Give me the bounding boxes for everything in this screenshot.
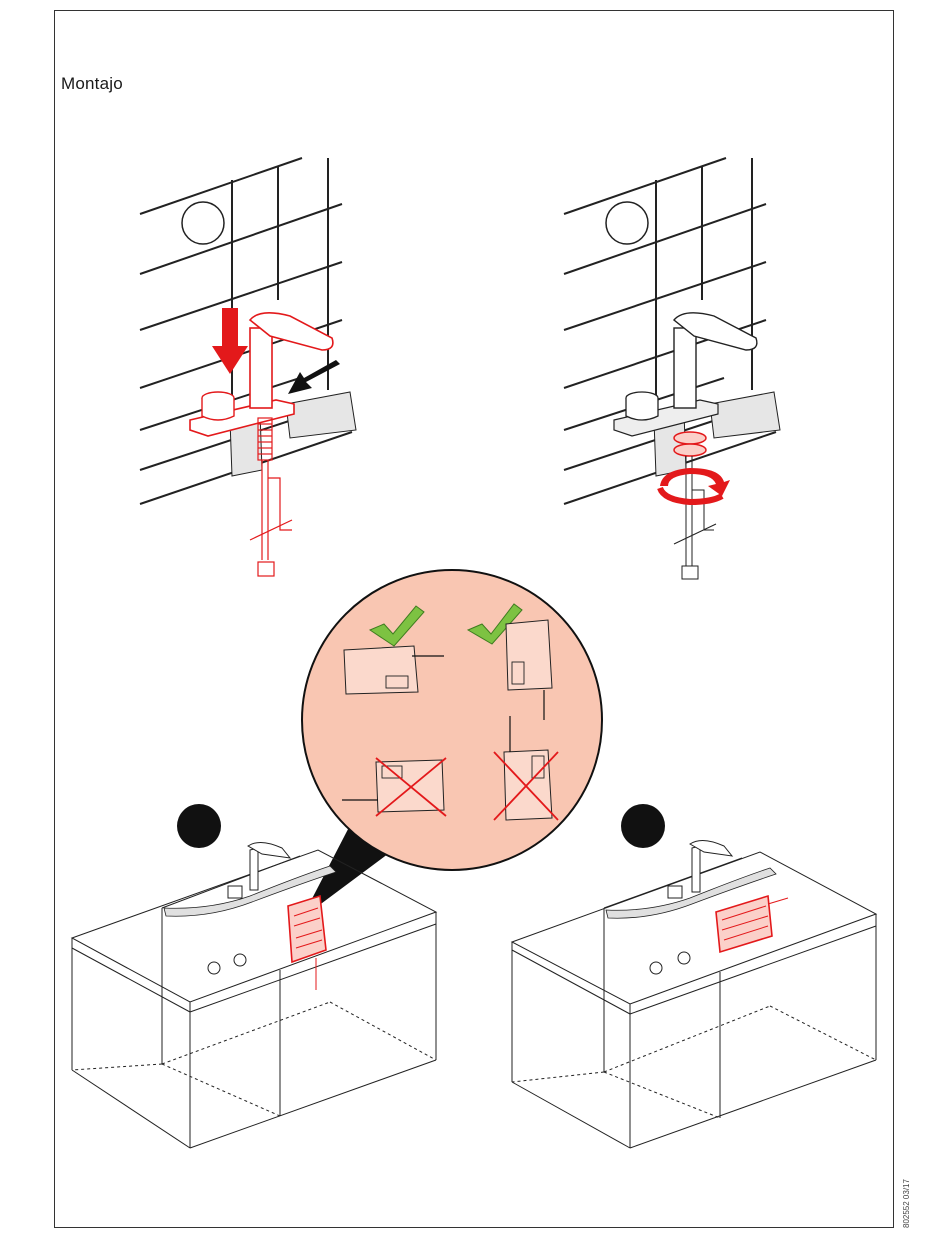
sensor-module	[626, 398, 658, 420]
faucet-body	[674, 328, 696, 408]
zoom-circle	[302, 570, 602, 870]
countertop-section	[286, 392, 356, 438]
figure-cabinet-horizontal-mount	[512, 804, 876, 1148]
control-box-horizontal	[716, 896, 772, 952]
step-marker-icon	[621, 804, 665, 848]
faucet-body	[250, 328, 272, 408]
control-box-ok-horizontal	[344, 646, 418, 694]
black-arrow-icon	[288, 360, 340, 394]
red-arrow-down-icon	[212, 308, 248, 374]
control-box-ok-vertical	[506, 620, 552, 690]
countertop-section	[710, 392, 780, 438]
sensor-module	[202, 398, 234, 420]
tile-hole-icon	[182, 202, 224, 244]
tile-hole-icon	[606, 202, 648, 244]
mounting-nut	[674, 444, 706, 456]
figure-faucet-insert	[140, 158, 356, 576]
step-marker-icon	[177, 804, 221, 848]
figure-faucet-tighten	[564, 158, 780, 579]
control-box-vertical	[288, 896, 326, 962]
